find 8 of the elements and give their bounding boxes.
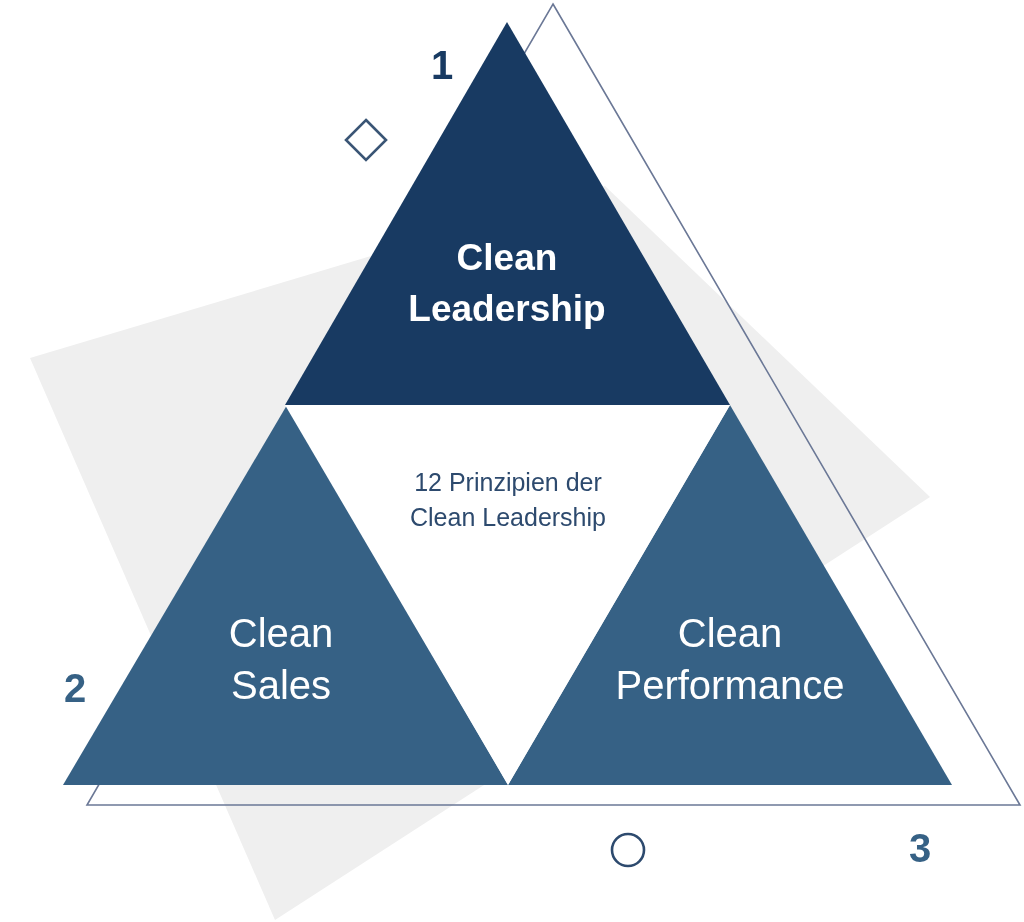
- triangle-segment: [285, 22, 730, 405]
- step-number: 3: [908, 828, 932, 868]
- step-number: 2: [63, 668, 87, 708]
- segment-label: Clean Leadership: [408, 236, 606, 331]
- segment-label: Clean Sales: [228, 610, 334, 709]
- step-number: 1: [430, 45, 454, 85]
- segment-label: 12 Prinzipien der Clean Leadership: [409, 467, 607, 533]
- segment-label: Clean Performance: [615, 610, 845, 709]
